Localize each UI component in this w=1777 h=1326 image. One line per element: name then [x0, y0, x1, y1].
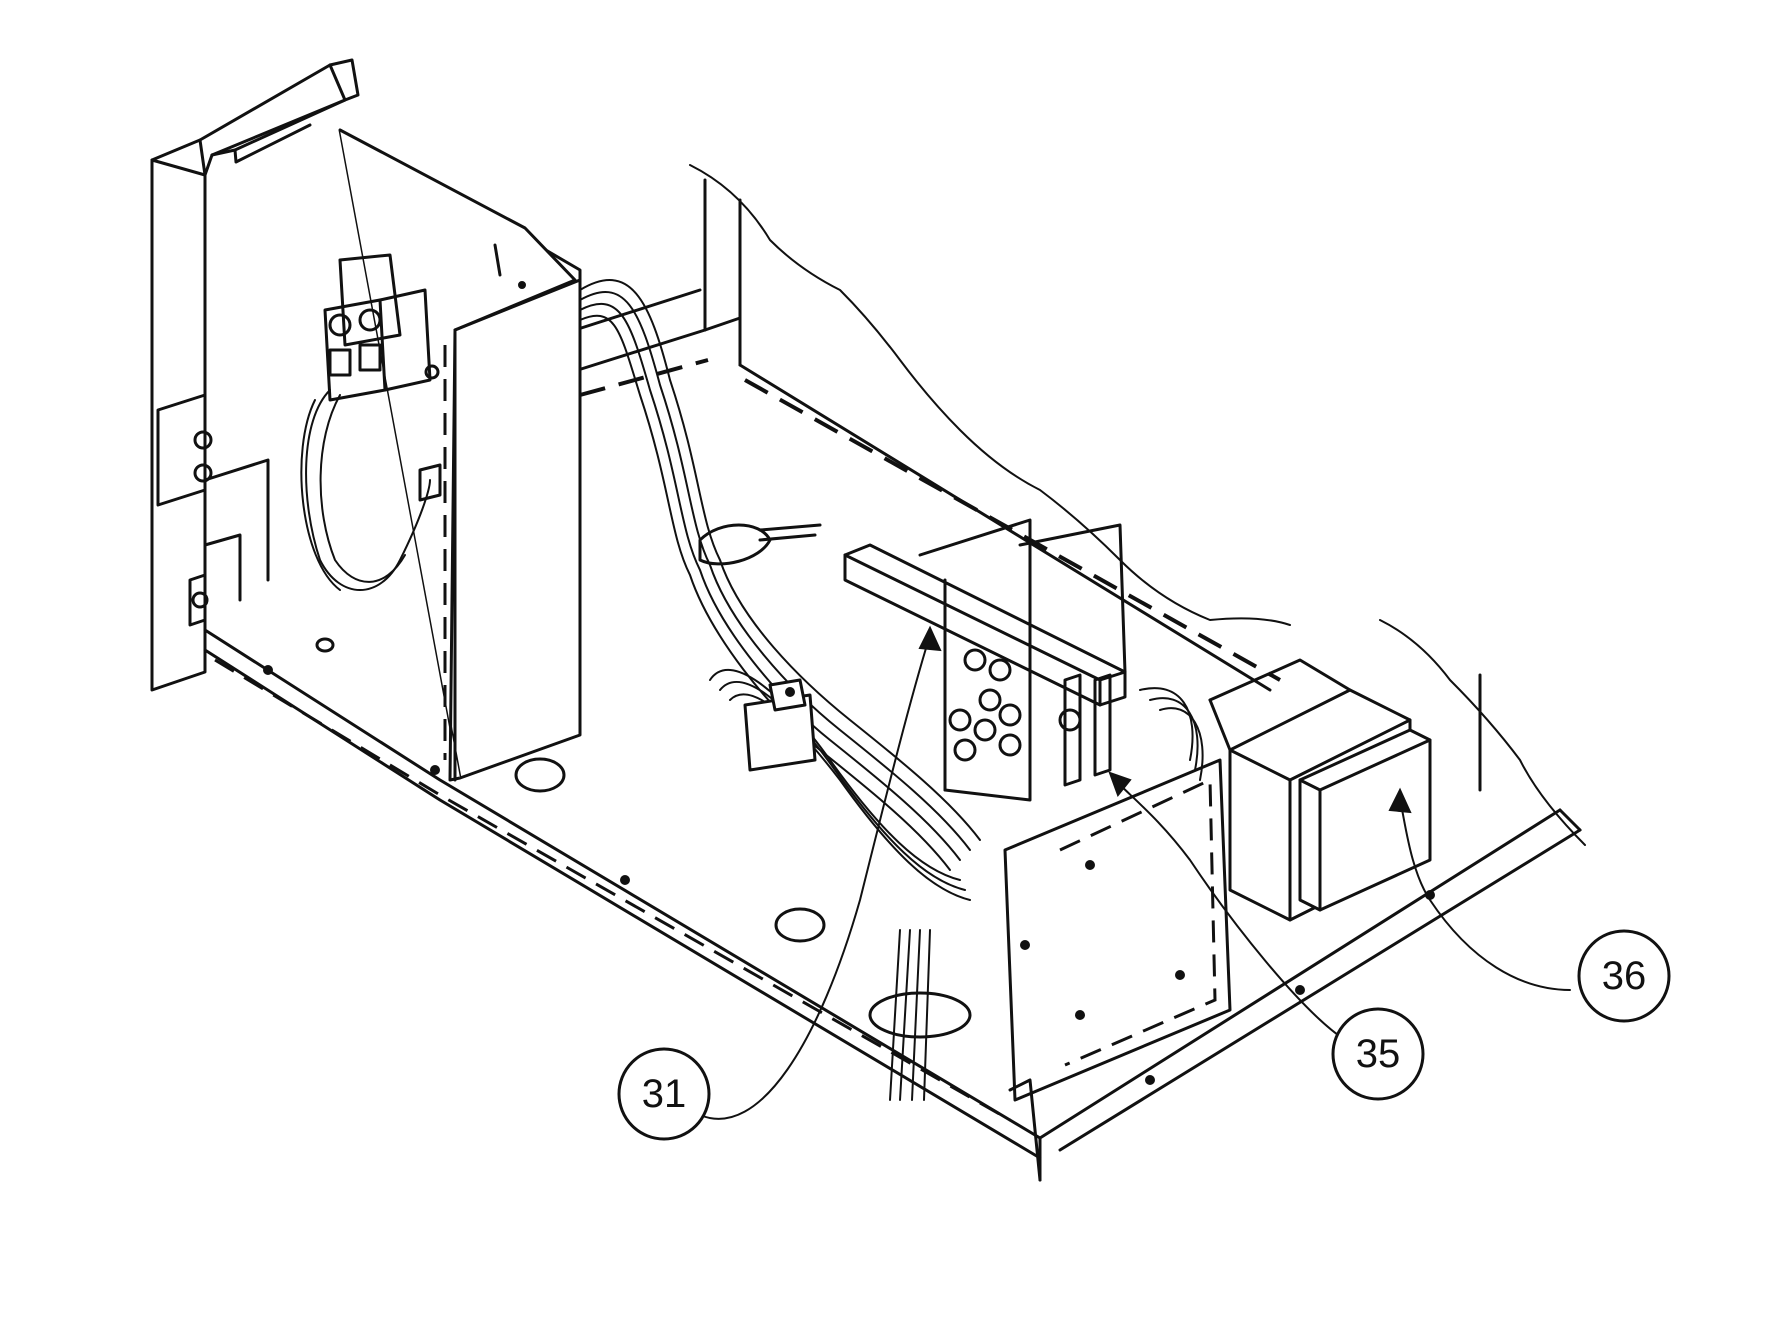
left-frame-post: [150, 58, 360, 692]
callout-36: 36: [1577, 929, 1671, 1023]
callout-36-label: 36: [1602, 954, 1647, 998]
callout-31-label: 31: [642, 1072, 687, 1116]
wire-harness: [579, 279, 981, 1101]
terminal-enclosure: [300, 128, 826, 943]
side-plate: [1003, 758, 1232, 1182]
callout-31: 31: [617, 1047, 711, 1141]
transformer: [1139, 658, 1432, 922]
bracket-module: [843, 518, 1127, 802]
callout-35: 35: [1331, 1007, 1425, 1101]
callout-35-label: 35: [1356, 1032, 1401, 1076]
torn-background-panel: [689, 164, 1586, 846]
leader-lines: [699, 625, 1571, 1120]
